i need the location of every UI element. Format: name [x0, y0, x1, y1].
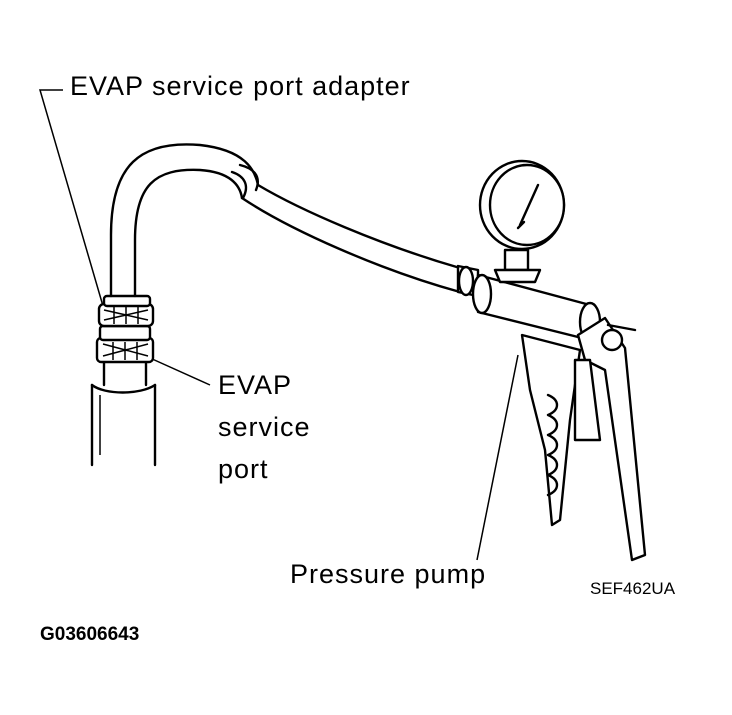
pump-trigger: [573, 316, 647, 562]
pump-leader-line: [476, 354, 519, 561]
pump-barrel: [471, 273, 602, 343]
hose: [109, 143, 462, 298]
document-code: G03606643: [40, 624, 140, 645]
port-label-line1: EVAP: [218, 370, 293, 400]
pump-grip: [520, 333, 582, 527]
reference-code: SEF462UA: [590, 579, 676, 598]
port-leader-line: [149, 357, 211, 386]
service-port-fitting: [95, 324, 155, 364]
adapter-label: EVAP service port adapter: [70, 71, 411, 101]
port-label-line2: service: [218, 412, 311, 442]
port-label-line3: port: [218, 454, 269, 484]
pressure-gauge: [478, 159, 566, 284]
adapter-leader-line: [39, 89, 104, 307]
gauge-needle-icon: [518, 183, 540, 227]
hose-connector: [456, 264, 480, 298]
pump-label: Pressure pump: [290, 559, 487, 589]
service-port-tube: [90, 358, 157, 467]
service-port-adapter: [97, 294, 155, 328]
